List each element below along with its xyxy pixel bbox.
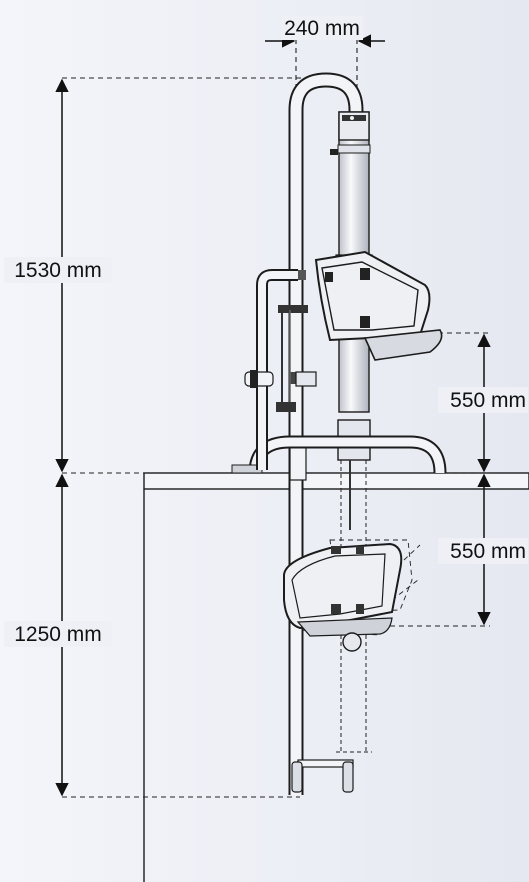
grab-rail xyxy=(288,72,364,795)
rear-frame xyxy=(244,269,317,470)
lower-height-dimension-label: 1250 mm xyxy=(14,623,102,646)
dimension-labels: 240 mm 1530 mm 1250 mm 550 mm 550 mm xyxy=(4,16,528,647)
pool-deck xyxy=(143,472,529,882)
dimension-arrows xyxy=(55,34,491,797)
lower-seat-drop-dimension-label: 550 mm xyxy=(450,540,526,563)
upper-seat-drop-dimension-label: 550 mm xyxy=(450,389,526,412)
upper-height-dimension-label: 1530 mm xyxy=(14,259,102,282)
lift-column xyxy=(330,111,373,753)
width-dimension-label: 240 mm xyxy=(284,17,360,40)
lower-seat xyxy=(283,542,403,652)
reference-lines xyxy=(62,30,490,798)
upper-seat xyxy=(314,250,443,361)
